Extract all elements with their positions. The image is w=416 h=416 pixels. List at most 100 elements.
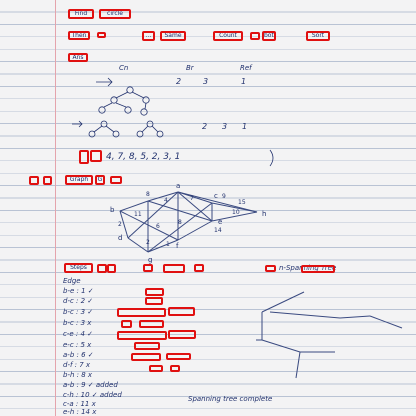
line2-box-7: both [262,31,276,41]
arrow-2 [72,120,83,128]
row-box-2 [145,297,163,305]
tree1-root [126,86,134,94]
right-heading-box-1 [265,265,276,272]
kruskal-row-1: b-e : 1 ✓ [63,287,94,295]
arrow-1 [96,77,113,87]
tree1-ll [98,106,106,114]
graph-weight-9: 10 [232,209,240,216]
graph-heading-box-3 [110,176,122,184]
margin-mark-1 [29,176,39,185]
tree-val-3: 1 [241,77,247,86]
steps-box-3 [107,264,116,273]
kruskal-row-4: b-c : 3 x [63,319,92,327]
kruskal-row-8: d-f : 7 x [63,361,91,369]
right-heading-text: n-Spanning Tree [279,264,337,272]
graph-heading-box-2: G [95,175,105,185]
line2-box-1: Then [68,31,90,40]
steps-box-1: Steps [64,263,93,273]
edge-b-a1 [119,200,149,212]
row-box-5 [121,320,132,328]
graph-g [119,191,258,253]
right-heading-box-2 [301,265,335,273]
edge-b-f [119,210,179,241]
line2-box-2 [97,32,106,38]
line2-box-3: ... [142,31,155,41]
row-box-11 [166,353,191,360]
tree-val-1: 2 [176,77,182,86]
row-box-6 [139,320,164,328]
graph-weight-5: 2 [118,221,122,228]
tree1-edges [103,91,147,110]
graph-vertex-b: b [110,206,115,214]
edge-f-e [177,220,213,241]
tree1-lr [124,106,132,114]
row2-val-1: 2 [202,122,208,131]
row-box-8 [168,330,196,339]
tree-drawing-1 [96,77,150,116]
line2-box-5: Count [213,31,243,41]
edge-a-e [177,191,213,222]
kruskal-row-3: b-c : 3 ✓ [63,308,94,316]
graph-weight-7: 6 [156,223,160,230]
tree-val-2: 3 [203,77,209,86]
graph-vertex-a: a [176,182,180,190]
row-box-4 [168,307,195,316]
line2-box-6 [250,32,260,40]
row-box-1 [145,288,164,296]
kruskal-row-6: e-c : 5 x [63,341,92,349]
sequence-box-1 [79,150,89,164]
steps-box-2 [97,264,107,273]
kruskal-row-5: c-e : 4 ✓ [63,330,94,338]
graph-weight-11: 1 [166,241,170,248]
tree-col-1: Cn [119,64,129,72]
edge-a-h [177,191,258,213]
edge-a1-a [147,191,179,202]
row-box-10 [131,353,161,361]
graph-weight-2: 4 [164,197,168,204]
graph-weight-13: 15 [238,199,246,206]
header-box-2: circle [99,9,131,19]
graph-heading-box-1: Graph [65,175,93,185]
kruskal-row-10: a-b : 9 ✓ added [63,381,118,389]
row-box-13 [170,365,180,372]
edge-b-d [119,210,129,239]
graph-vertex-h: h [262,210,266,218]
row-box-9 [134,342,160,350]
steps-box-6 [194,264,204,272]
sequence-box-2 [90,150,102,162]
margin-mark-2 [43,176,52,185]
tree1-left [110,96,118,104]
kruskal-row-13: e-h : 14 x [63,408,97,416]
graph-weight-12: 8 [178,219,182,226]
row-box-12 [149,365,163,372]
spanning-tree [256,291,403,379]
row-box-3 [117,308,166,317]
row-box-7 [117,331,167,340]
steps-box-4 [143,264,153,272]
footer-note: Spanning tree complete [188,395,273,403]
header-box-1: Find [68,9,94,19]
graph-weight-3: 7 [190,195,194,202]
edge-d-a [127,191,179,239]
tree-drawing-2 [72,120,274,167]
kruskal-row-9: b-h : 8 x [63,371,93,379]
graph-weight-8: 14 [214,227,222,234]
sequence-text: 4, 7, 8, 5, 2, 3, 1 [106,152,181,162]
line2-box-4: Same [160,31,186,41]
edge-c-g [147,202,213,253]
graph-weight-6: 11 [134,211,142,218]
graph-vertex-g: g [148,256,152,264]
edge-col-header: Edge [63,277,81,285]
row2-val-3: 1 [242,122,248,131]
kruskal-row-2: d-c : 2 ✓ [63,297,94,305]
kruskal-row-12: c-a : 11 x [63,400,96,408]
edge-g-f [147,239,179,253]
kruskal-row-11: c-h : 10 ✓ added [63,391,122,399]
edge-a1-e [147,200,213,222]
graph-weight-4: 9 [222,193,226,200]
graph-vertex-c: c [214,192,218,200]
tree-col-2: Br [186,64,194,72]
graph-vertex-d: d [118,234,122,242]
